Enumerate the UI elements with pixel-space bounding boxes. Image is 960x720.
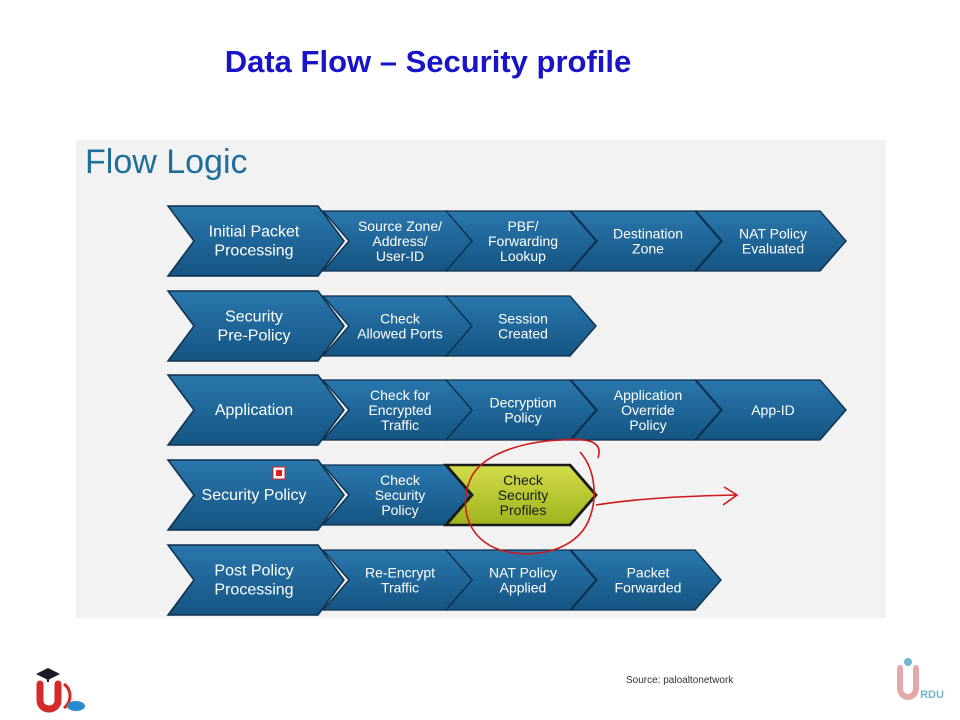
row-3-head-chevron <box>166 374 345 446</box>
row-4-step-1-line: Policy <box>381 502 418 518</box>
row-1-step-2-chevron <box>444 210 597 272</box>
row-2-head-chevron <box>166 290 345 362</box>
row-3-step-3-chevron <box>569 379 722 441</box>
row-1-step-1-line: Address/ <box>372 233 427 249</box>
row-5-step-1-line: Traffic <box>381 580 419 596</box>
row-3-step-2-line: Policy <box>504 410 541 426</box>
hand-drawn-annotation <box>464 438 739 555</box>
annotation-circle <box>464 438 600 555</box>
row-1-step-3-line: Destination <box>613 226 683 242</box>
flow-logic-heading: Flow Logic <box>85 143 248 181</box>
row-3-step-3-line: Application <box>614 387 683 403</box>
row-1-step-3-chevron <box>569 210 722 272</box>
row-5-head-line: Post Policy <box>214 563 293 580</box>
row-3-step-1-line: Check for <box>370 387 430 403</box>
svg-text:RDU: RDU <box>920 689 944 701</box>
row-1-head-line: Initial Packet <box>209 224 300 241</box>
row-3-step-3-line: Policy <box>629 417 666 433</box>
row-3-step-3-line: Override <box>621 402 675 418</box>
row-4-step-1-line: Check <box>380 472 421 488</box>
row-1-step-3-line: Zone <box>632 241 664 257</box>
row-2-step-2-line: Created <box>498 326 548 342</box>
source-note: Source: paloaltonetwork <box>626 675 734 686</box>
row-1-head-chevron <box>166 205 345 277</box>
row-2-step-1-line: Check <box>380 311 421 327</box>
row-5-step-2-line: Applied <box>500 580 547 596</box>
row-4-step-2-line: Check <box>503 472 544 488</box>
row-4-step-2-line: Security <box>498 487 549 503</box>
row-2-head-line: Pre-Policy <box>218 328 291 345</box>
row-2-step-2-line: Session <box>498 311 548 327</box>
row-1-head-line: Processing <box>214 243 293 260</box>
row-4-step-2-line: Profiles <box>500 502 547 518</box>
row-4-head-line: Security Policy <box>202 487 307 504</box>
row-4-step-1-line: Security <box>375 487 426 503</box>
row-5-head-line: Processing <box>214 582 293 599</box>
page-title: Data Flow – Security profile <box>224 44 632 79</box>
row-3-head-line: Application <box>215 402 293 419</box>
row-1-step-2-line: Lookup <box>500 248 546 264</box>
row-5-step-3-line: Packet <box>627 565 670 581</box>
row-5-step-3-line: Forwarded <box>615 580 682 596</box>
row-1-step-1-line: Source Zone/ <box>358 218 442 234</box>
row-4-step-2-chevron <box>443 463 598 527</box>
row-5-step-1-line: Re-Encrypt <box>365 565 435 581</box>
urdu-logo-icon: RDU <box>897 658 944 701</box>
row-5-step-2-line: NAT Policy <box>489 565 557 581</box>
row-1-step-2-line: Forwarding <box>488 233 558 249</box>
annotation-arrow-line <box>595 494 737 506</box>
row-1-step-2-line: PBF/ <box>507 218 538 234</box>
u-logo-graduation-cap-icon <box>36 668 85 713</box>
row-3-step-2-line: Decryption <box>490 395 557 411</box>
row-2-head-line: Security <box>225 309 283 326</box>
row-2-step-1-line: Allowed Ports <box>357 326 443 342</box>
row-1-step-1-line: User-ID <box>376 248 424 264</box>
row-1-step-4-chevron <box>694 210 847 272</box>
row-3-step-1-line: Encrypted <box>368 402 431 418</box>
row-1-step-4-line: Evaluated <box>742 241 804 257</box>
row-3-step-1-line: Traffic <box>381 417 419 433</box>
row-3-step-4-line: App-ID <box>751 402 795 418</box>
annotation-arrow-head <box>722 486 739 506</box>
row-5-step-3-chevron <box>569 549 722 611</box>
row-5-step-2-chevron <box>444 549 597 611</box>
selection-square-icon <box>272 466 286 480</box>
row-3-step-4-chevron <box>694 379 847 441</box>
row-4-head-chevron <box>166 459 345 531</box>
row-2-step-2-chevron <box>444 295 597 357</box>
row-1-step-4-line: NAT Policy <box>739 226 807 242</box>
row-5-head-chevron <box>166 544 345 616</box>
